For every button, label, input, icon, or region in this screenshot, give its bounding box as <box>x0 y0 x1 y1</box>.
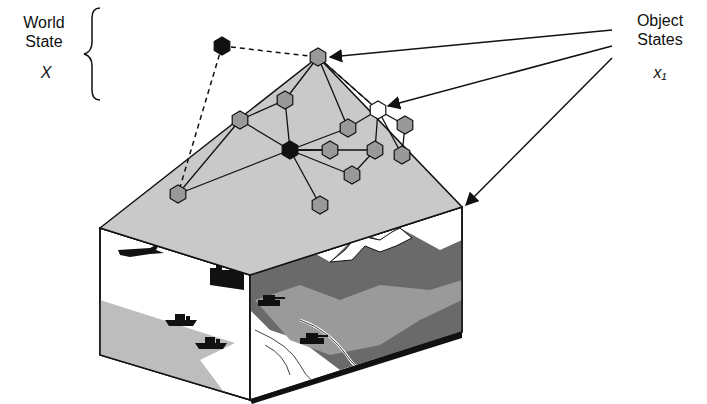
object-hexagon <box>312 196 328 214</box>
curly-bracket <box>84 8 100 100</box>
object-hexagon <box>232 111 248 129</box>
object-hexagon <box>367 141 383 159</box>
graph-link <box>178 120 240 194</box>
object-hexagon <box>170 185 186 203</box>
object-hexagon <box>340 119 356 137</box>
ships <box>165 314 227 349</box>
world-state-plane <box>100 57 462 275</box>
object-hexagon <box>397 116 413 134</box>
graph-dashed-link <box>318 57 378 110</box>
graph-link <box>290 150 320 205</box>
graph-link <box>318 57 348 128</box>
graph-link <box>290 150 352 175</box>
pointer-arrows <box>330 30 612 205</box>
sea <box>100 300 235 400</box>
world-state-label: World State <box>18 13 70 51</box>
object-graph <box>170 37 413 214</box>
graph-link <box>178 150 290 194</box>
object-hexagon <box>277 91 293 109</box>
graph-link <box>290 128 348 150</box>
graph-dashed-link <box>222 46 318 57</box>
object-hexagon <box>394 146 410 164</box>
object-hexagon <box>370 101 386 119</box>
graph-link <box>318 57 378 110</box>
object-hexagon <box>344 166 360 184</box>
land-mid <box>255 280 462 355</box>
graph-dashed-link <box>178 46 222 194</box>
object-hexagon <box>214 37 230 55</box>
object-hexagon <box>310 48 326 66</box>
river-banks <box>255 320 385 390</box>
tanks <box>258 295 328 344</box>
world-state-symbol: X <box>31 63 61 82</box>
rivers <box>255 320 385 390</box>
object-hexagon <box>282 141 298 159</box>
object-state-symbol: x₁ <box>645 63 675 82</box>
object-hexagon <box>322 141 338 159</box>
object-states-label: Object States <box>630 11 690 49</box>
